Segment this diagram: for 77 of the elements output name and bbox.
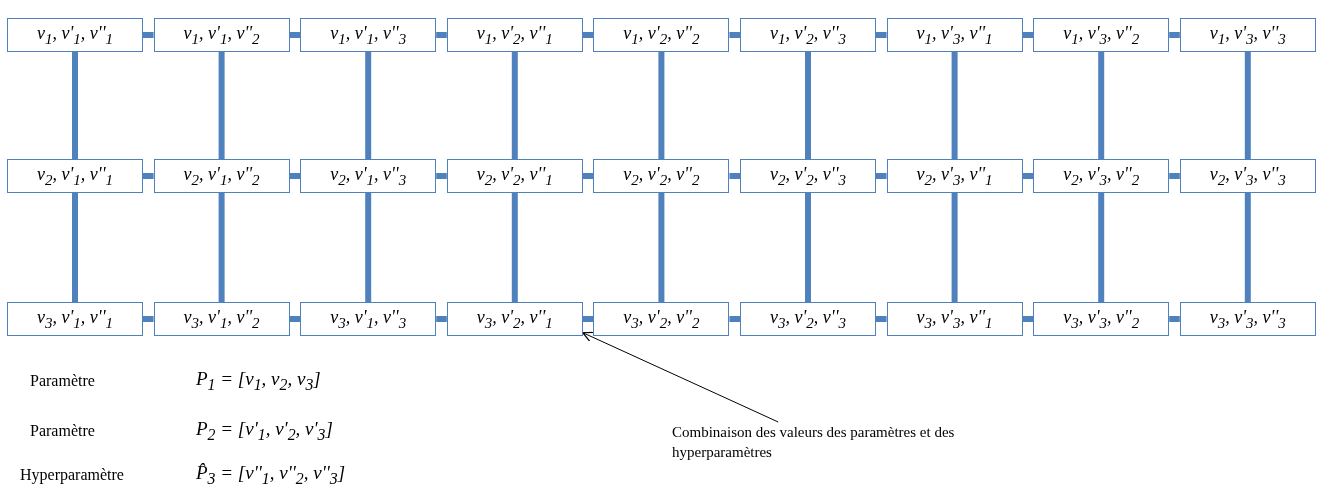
connector-line: [511, 193, 518, 302]
combination-box: v$_{2}$, v'$_{1}$, v''$_{1}$: [7, 159, 143, 193]
combination-box: v$_{3}$, v'$_{3}$, v''$_{1}$: [886, 302, 1023, 336]
connector-line: [1098, 52, 1105, 159]
connector-line: [876, 173, 887, 179]
combination-box: v$_{1}$, v'$_{2}$, v''$_{2}$: [593, 18, 730, 52]
combination-box: v$_{3}$, v'$_{1}$, v''$_{2}$: [153, 302, 290, 336]
connector-line: [143, 32, 154, 38]
connector-line: [729, 32, 740, 38]
combination-box: v$_{1}$, v'$_{2}$, v''$_{3}$: [740, 18, 876, 52]
combination-box: v$_{1}$, v'$_{3}$, v''$_{1}$: [886, 18, 1023, 52]
combination-box: v$_{3}$, v'$_{1}$, v''$_{3}$: [300, 302, 437, 336]
connector-line: [805, 193, 811, 302]
connector-line: [876, 32, 887, 38]
connector-line: [1022, 32, 1034, 38]
connector-line: [1169, 32, 1180, 38]
connector-line: [1022, 173, 1034, 179]
connector-line: [289, 173, 301, 179]
combination-box: v$_{2}$, v'$_{3}$, v''$_{3}$: [1179, 159, 1316, 193]
connector-line: [436, 316, 447, 322]
connector-line: [143, 316, 154, 322]
connector-line: [729, 173, 740, 179]
connector-line: [805, 52, 811, 159]
connector-line: [1098, 193, 1105, 302]
combination-box: v$_{3}$, v'$_{2}$, v''$_{2}$: [593, 302, 730, 336]
connector-line: [218, 193, 225, 302]
connector-line: [1244, 52, 1251, 159]
connector-line: [1169, 316, 1180, 322]
annotation-text: Combinaison des valeurs des paramètres et des hyperparamètres: [672, 422, 972, 462]
combination-box: v$_{3}$, v'$_{1}$, v''$_{1}$: [7, 302, 143, 336]
connector-line: [143, 173, 154, 179]
combination-box: v$_{2}$, v'$_{2}$, v''$_{2}$: [593, 159, 730, 193]
combination-box: v$_{1}$, v'$_{3}$, v''$_{3}$: [1179, 18, 1316, 52]
hyperparameter-name: Hyperparamètre: [20, 466, 124, 484]
combination-box: v$_{2}$, v'$_{2}$, v''$_{3}$: [740, 159, 876, 193]
combination-box: v$_{2}$, v'$_{1}$, v''$_{2}$: [153, 159, 290, 193]
combination-box: v$_{3}$, v'$_{2}$, v''$_{1}$: [446, 302, 583, 336]
parameter-name: Paramètre: [30, 422, 95, 440]
combination-box: v$_{1}$, v'$_{1}$, v''$_{3}$: [300, 18, 437, 52]
connector-line: [436, 32, 447, 38]
connector-line: [658, 193, 665, 302]
connector-line: [582, 173, 594, 179]
combination-box: v$_{2}$, v'$_{3}$, v''$_{1}$: [886, 159, 1023, 193]
connector-line: [218, 52, 225, 159]
combination-box: v$_{1}$, v'$_{3}$, v''$_{2}$: [1033, 18, 1170, 52]
connector-line: [511, 52, 518, 159]
parameter-formula: P$_{2}$ = [v'$_{1}$, v'$_{2}$, v'$_{3}$]: [196, 418, 333, 444]
hyperparameter-formula: P̂$_{3}$ = [v''$_{1}$, v''$_{2}$, v''$_{3}$]: [196, 462, 346, 488]
connector-line: [582, 32, 594, 38]
connector-line: [365, 193, 372, 302]
combination-box: v$_{3}$, v'$_{3}$, v''$_{3}$: [1179, 302, 1316, 336]
parameter-name: Paramètre: [30, 372, 95, 390]
connector-line: [72, 52, 78, 159]
connector-line: [72, 193, 78, 302]
leader-line: [582, 331, 779, 423]
combination-box: v$_{3}$, v'$_{2}$, v''$_{3}$: [740, 302, 876, 336]
parameter-formula: P$_{1}$ = [v$_{1}$, v$_{2}$, v$_{3}$]: [196, 368, 321, 394]
connector-line: [951, 52, 958, 159]
combination-box: v$_{2}$, v'$_{3}$, v''$_{2}$: [1033, 159, 1170, 193]
connector-line: [1169, 173, 1180, 179]
connector-line: [1244, 193, 1251, 302]
connector-line: [289, 32, 301, 38]
connector-line: [876, 316, 887, 322]
connector-line: [729, 316, 740, 322]
combination-box: v$_{1}$, v'$_{2}$, v''$_{1}$: [446, 18, 583, 52]
connector-line: [582, 316, 594, 322]
combination-box: v$_{1}$, v'$_{1}$, v''$_{2}$: [153, 18, 290, 52]
connector-line: [1022, 316, 1034, 322]
connector-line: [658, 52, 665, 159]
connector-line: [365, 52, 372, 159]
combination-box: v$_{3}$, v'$_{3}$, v''$_{2}$: [1033, 302, 1170, 336]
combination-box: v$_{2}$, v'$_{1}$, v''$_{3}$: [300, 159, 437, 193]
connector-line: [289, 316, 301, 322]
combination-box: v$_{1}$, v'$_{1}$, v''$_{1}$: [7, 18, 143, 52]
combination-box: v$_{2}$, v'$_{2}$, v''$_{1}$: [446, 159, 583, 193]
connector-line: [951, 193, 958, 302]
connector-line: [436, 173, 447, 179]
